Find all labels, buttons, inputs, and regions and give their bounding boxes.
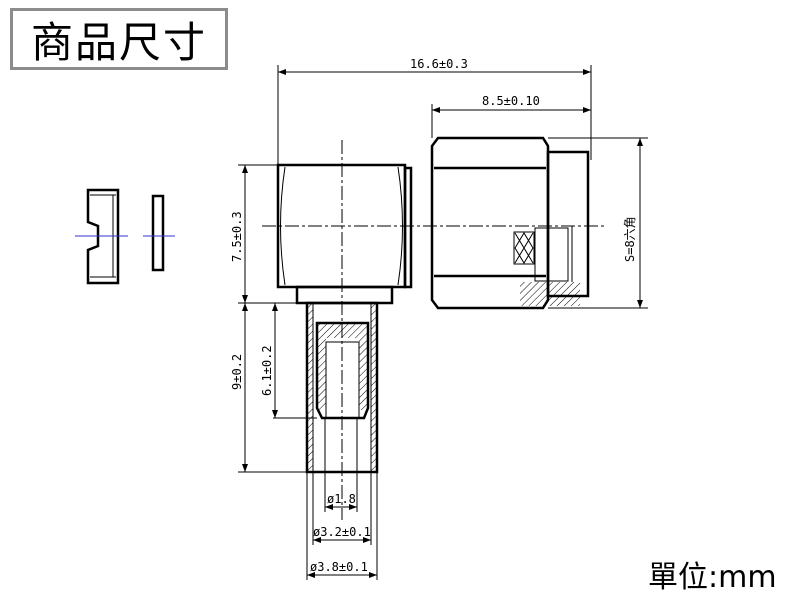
coupling-nut (430, 136, 590, 310)
svg-text:8.5±0.10: 8.5±0.10 (482, 94, 540, 108)
crimp-tube (305, 301, 379, 474)
dimension-body-height: 7.5±0.3 (230, 164, 307, 304)
svg-text:9±0.2: 9±0.2 (230, 354, 244, 390)
dimension-overall-length: 16.6±0.3 (277, 57, 592, 165)
dimension-tube-length: 9±0.2 (230, 303, 307, 473)
svg-text:7.5±0.3: 7.5±0.3 (230, 211, 244, 262)
svg-text:6.1±0.2: 6.1±0.2 (260, 345, 274, 396)
dimension-hex-size: S=8六角 (548, 137, 648, 309)
svg-text:S=8六角: S=8六角 (623, 216, 637, 262)
svg-text:16.6±0.3: 16.6±0.3 (410, 57, 468, 71)
dimension-nut-length: 8.5±0.10 (431, 94, 591, 138)
page-title: 商品尺寸 (30, 17, 207, 67)
dimension-tube-inner-diameter: ø3.2±0.1 (312, 472, 372, 545)
dimension-inner-diameter: ø1.8 (324, 418, 358, 512)
elbow-body (276, 163, 413, 305)
svg-text:ø1.8: ø1.8 (327, 492, 356, 506)
unit-label: 單位:mm (648, 560, 777, 595)
svg-text:ø3.8±0.1: ø3.8±0.1 (310, 560, 368, 574)
dimension-tube-outer-diameter: ø3.8±0.1 (306, 472, 378, 580)
dimension-insert-depth: 6.1±0.2 (260, 303, 317, 419)
title-box: 商品尺寸 (10, 8, 228, 70)
ferrule-part-icon (75, 188, 175, 285)
svg-text:ø3.2±0.1: ø3.2±0.1 (313, 525, 371, 539)
